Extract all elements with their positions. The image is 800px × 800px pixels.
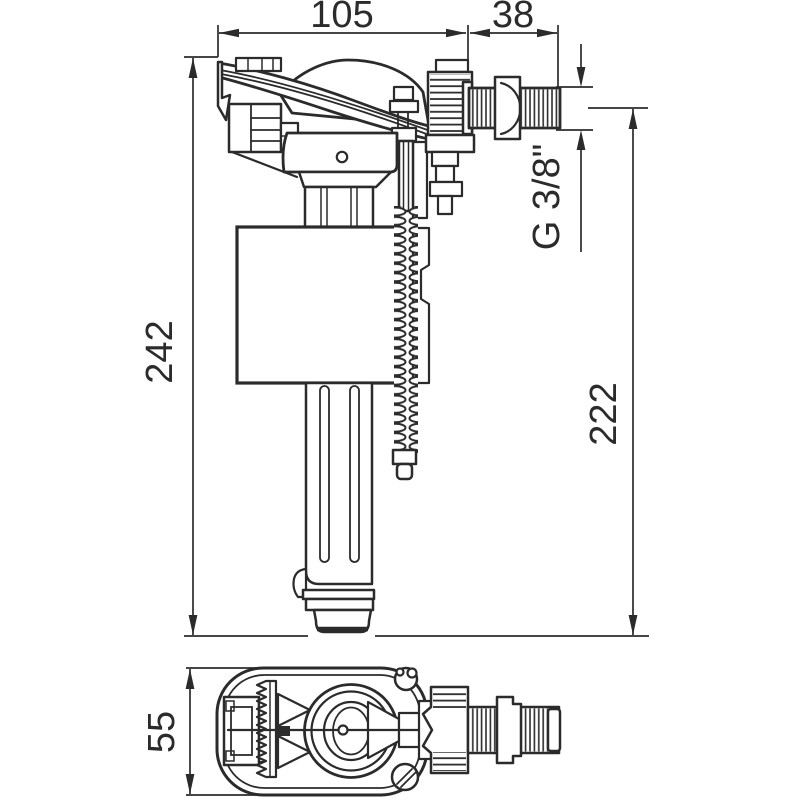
side-view [216,56,562,634]
column-slot [319,385,330,563]
foot-ring [304,597,375,612]
coil-spring [394,206,418,454]
dimension-thread: G 3/8" [526,44,593,252]
dim-label-105: 105 [310,0,373,36]
lower-column [292,381,376,634]
dim-label-thread: G 3/8" [526,144,568,250]
nut-cap [434,58,470,74]
body-screw [335,150,349,164]
foot-ring [301,588,376,601]
screw-slot [396,768,413,785]
hose-end-fitting [391,448,418,466]
dimension-55: 55 [141,667,283,796]
body-neck [297,170,393,189]
drain-screw [390,762,420,792]
dim-label-55: 55 [141,711,183,753]
flange-nut-top [495,695,523,765]
bracket-lug [225,700,235,712]
dimension-105: 105 [217,0,469,72]
nut-step [430,150,460,168]
upper-column [303,185,375,230]
mechanism-block [392,85,415,102]
valve-head [216,56,435,142]
nut-knurling-top [433,689,466,709]
nut-knurling-top [433,752,466,771]
lever-arm-line [219,69,434,133]
screw-slot [400,771,417,788]
coil-hose [391,206,418,481]
shank-tip [546,707,562,753]
lever-left-tip [216,60,232,122]
nut-step [436,194,454,216]
dim-label-38: 38 [492,0,534,36]
column-tube [304,381,374,586]
hook-clip [393,666,419,692]
flange-nut-arc [499,81,522,136]
adjuster-clip [234,56,283,73]
bottom-view [215,666,562,797]
dimensions: 105 38 242 222 [139,0,649,796]
dimension-222: 222 [583,107,648,635]
dimension-242: 242 [139,56,218,635]
pawl-lower [276,734,312,770]
pawl-upper [276,692,312,728]
bracket-body [227,102,283,154]
dimension-38: 38 [470,0,559,87]
column-slot [349,385,360,563]
nut-skirt [424,133,476,154]
inlet-shank-side [424,58,562,216]
dim-label-242: 242 [139,320,181,383]
clip-notch [395,667,405,677]
bracket-lug [225,750,235,762]
hose-end-cap [395,462,414,481]
inlet-shank-top [417,685,562,775]
valve-stem [397,139,415,213]
mechanism-block [388,99,420,114]
nut-step [434,164,456,184]
foot [312,608,373,634]
float [235,225,401,385]
valve-body [281,85,429,230]
nut-step [428,180,464,198]
rod-pivot [337,724,349,736]
clip-notch [406,667,418,679]
dim-label-222: 222 [583,382,625,445]
